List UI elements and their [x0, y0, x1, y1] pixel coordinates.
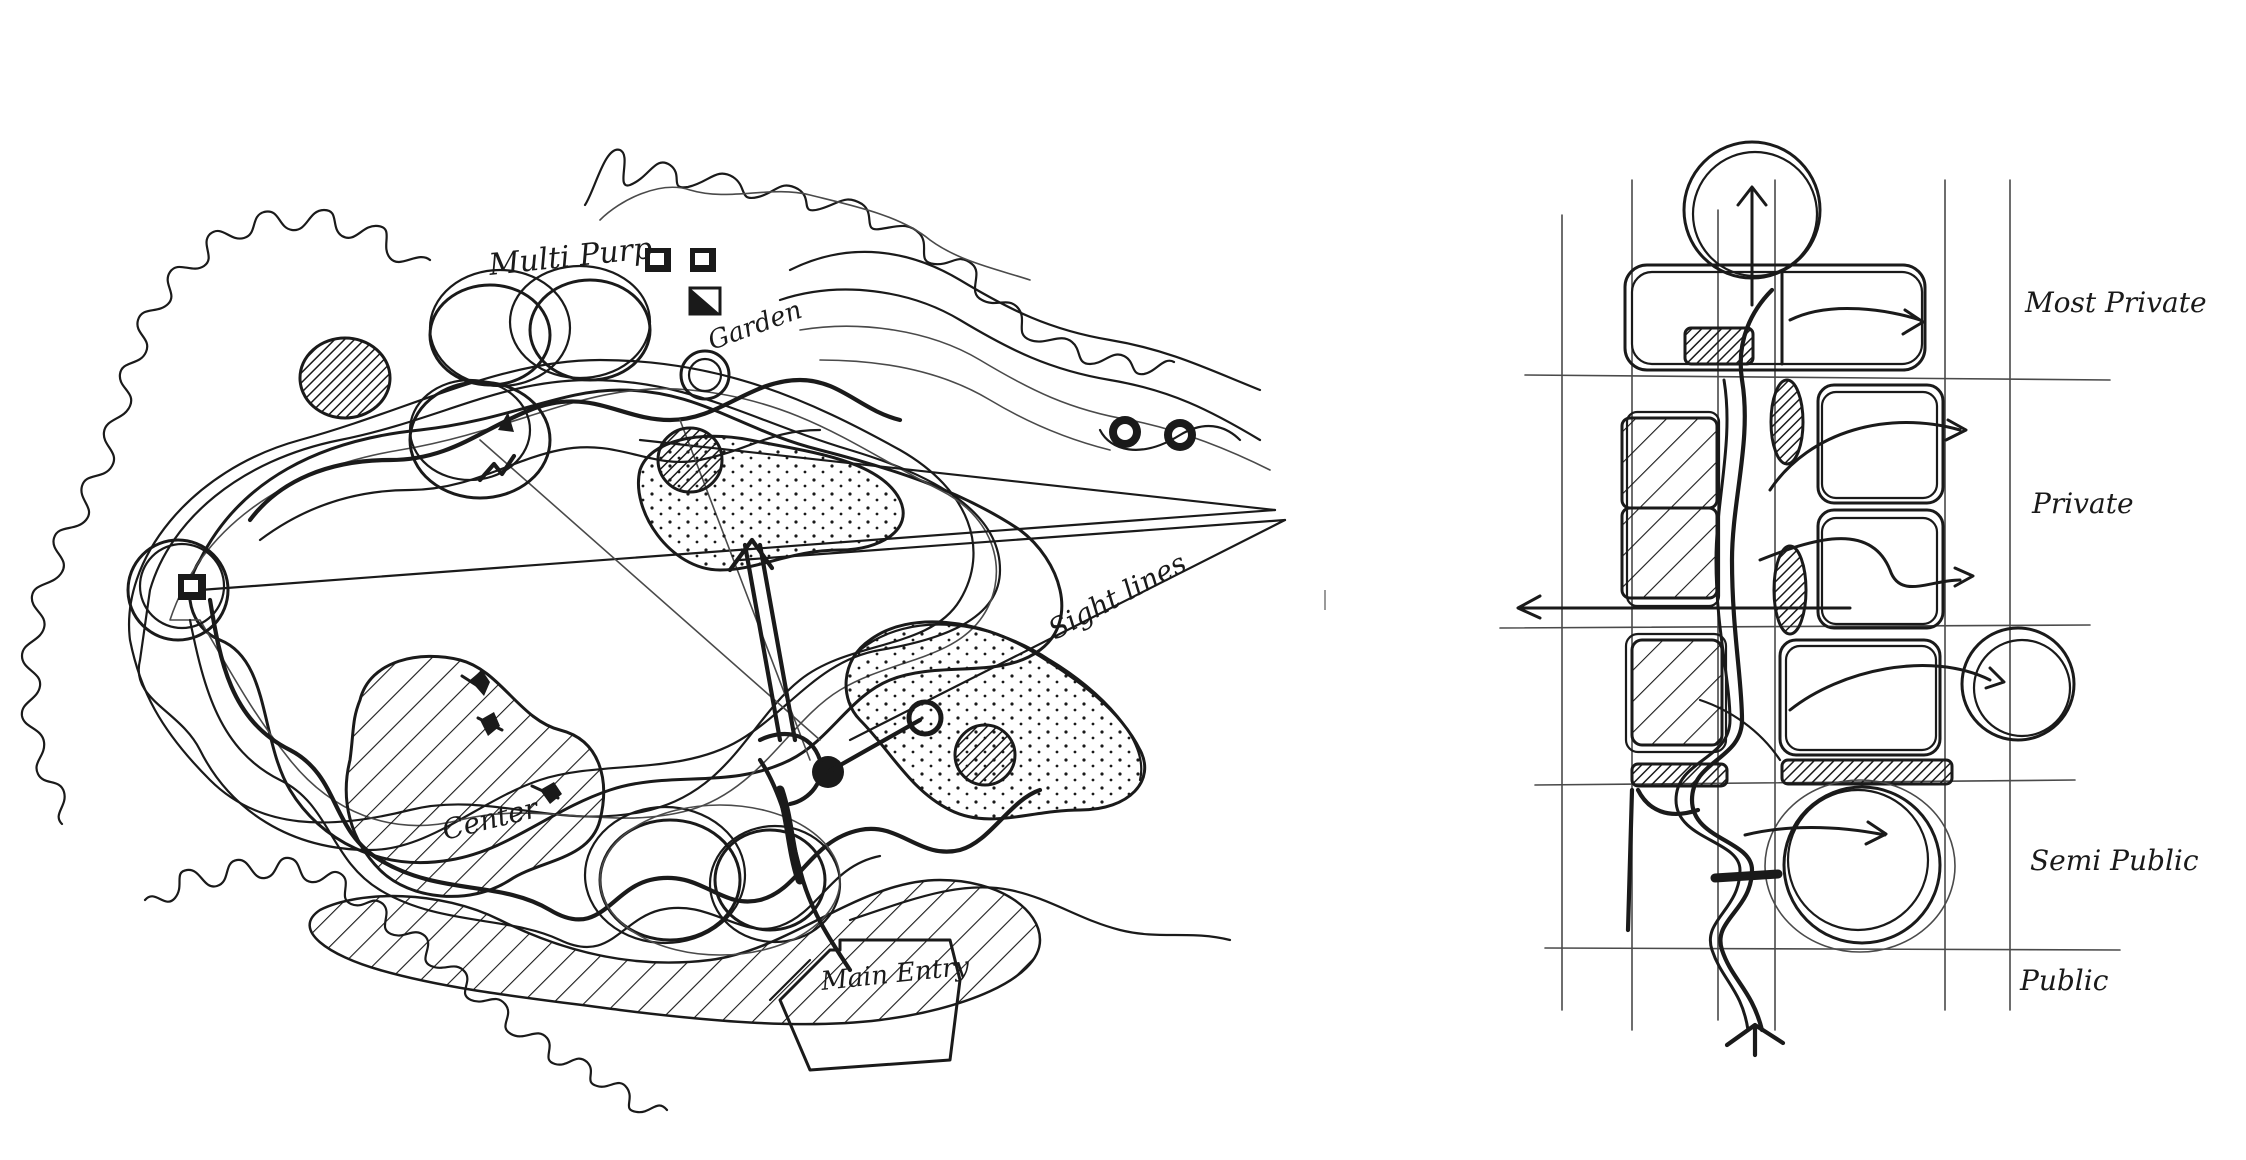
side-court-circle: [1960, 626, 2076, 742]
sight-line-5: [479, 439, 821, 741]
center-markers: [460, 670, 562, 804]
private-hatched-block-2: [1620, 506, 1719, 600]
zone-label-public: Public: [2019, 964, 2109, 997]
plaza-center-node: [656, 426, 724, 494]
contour-right-3: [799, 325, 1271, 471]
zone-dividers: [1499, 374, 2121, 951]
east-small-nodes: [1098, 416, 1242, 451]
threshold-band-right: [1780, 758, 1954, 786]
upper-path: [247, 377, 903, 523]
most-private-block: [1623, 263, 1927, 372]
dark-tree-mass: [298, 336, 392, 420]
semi-hatched-block: [1630, 638, 1724, 747]
private-dark-mark-2: [1772, 544, 1808, 636]
main-entry-marker: [768, 938, 962, 1072]
small-structures-top: [645, 248, 722, 316]
center-hatched-zone: [344, 654, 606, 898]
contour-lower-right: [848, 886, 1232, 942]
private-room-1: [1816, 383, 1945, 505]
private-room-2: [1816, 508, 1945, 630]
zone-label-private: Private: [2031, 487, 2134, 520]
sight-line-3: [738, 518, 1287, 562]
east-hatched-node: [953, 723, 1017, 787]
entry-court-bubbles: [583, 804, 842, 956]
label-sight-lines: Sight lines: [1043, 546, 1192, 646]
tree-line-left: [20, 208, 432, 826]
contour-right-1: [788, 250, 1262, 392]
path-marker-2: [477, 453, 517, 483]
semi-room: [1778, 638, 1942, 757]
label-multi-purpose: Multi Purp: [486, 231, 654, 283]
entry-dark-path-2: [775, 785, 805, 885]
meander-path-2: [188, 618, 882, 948]
tree-line-top-2: [599, 186, 1031, 281]
site-bubble-sketch: Multi Purp Garden Center Sight lines Mai…: [20, 148, 1287, 1114]
garden-node: [679, 349, 731, 401]
semi-public-dark-bar: [1710, 869, 1783, 883]
contour-right-4: [819, 359, 1111, 451]
multi-purpose-bubbles: [408, 264, 652, 500]
entry-fork: [1724, 1022, 1786, 1058]
axis-line-b: [757, 542, 798, 743]
private-hatched-block-1: [1620, 416, 1719, 510]
axis-line-a: [742, 542, 783, 743]
zone-label-most-private: Most Private: [2024, 286, 2207, 319]
zone-label-semi-public: Semi Public: [2030, 844, 2199, 877]
private-dark-mark-1: [1769, 378, 1805, 466]
west-arrow: [1516, 594, 1852, 620]
privacy-zoning-diagram: Most Private Private Semi Public Public: [1499, 140, 2207, 1058]
west-node: [126, 538, 230, 642]
lower-hatched-zone: [308, 878, 1042, 1026]
circulation-spine: [1689, 287, 1775, 1033]
contour-right-2: [778, 288, 1262, 442]
tree-line-top: [583, 148, 1176, 376]
stippled-east-zone: [844, 620, 1147, 821]
path-marker-1: [498, 412, 514, 432]
semi-public-court: [1782, 785, 1942, 945]
meander-path: [207, 597, 1043, 922]
most-private-dark-core: [1683, 326, 1755, 366]
